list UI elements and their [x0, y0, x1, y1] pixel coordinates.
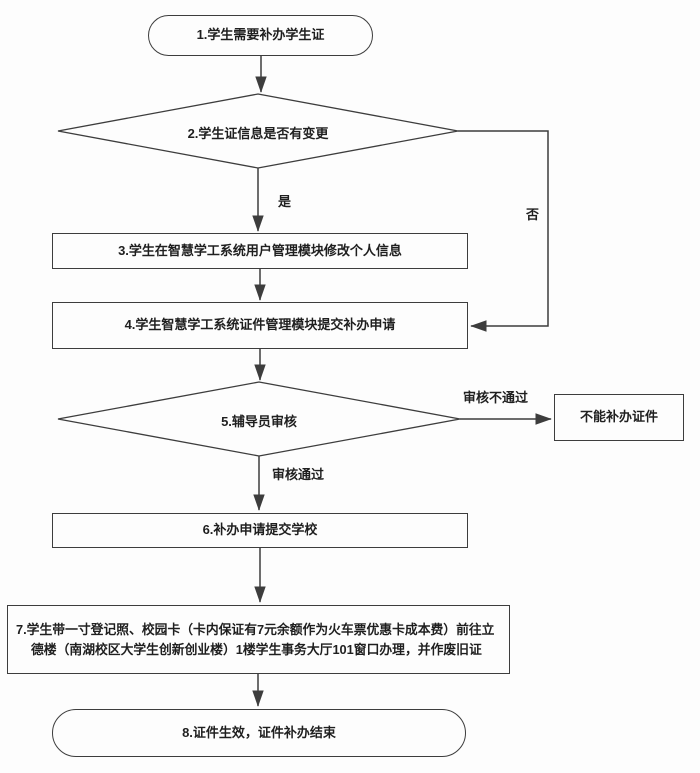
process-cannot-reissue: 不能补办证件	[554, 394, 684, 441]
process-go-to-window-line2: 德楼（南湖校区大学生创新创业楼）1楼学生事务大厅101窗口办理，并作废旧证	[31, 641, 482, 657]
edge-label-no: 否	[524, 204, 542, 223]
start-label: 1.学生需要补办学生证	[196, 27, 325, 43]
process-modify-info: 3.学生在智慧学工系统用户管理模块修改个人信息	[52, 233, 468, 269]
edge-label-review-failed: 审核不通过	[461, 387, 531, 406]
end-label: 8.证件生效，证件补办结束	[182, 724, 336, 740]
edge-decision-no-to-submit	[458, 130, 549, 332]
decision-counselor-review-label: 5.辅导员审核	[221, 414, 297, 429]
process-submit-to-school-label: 6.补办申请提交学校	[202, 522, 318, 538]
edge-label-yes: 是	[276, 191, 294, 210]
process-submit-to-school: 6.补办申请提交学校	[52, 513, 468, 548]
decision-info-changed-label: 2.学生证信息是否有变更	[187, 126, 329, 141]
end-terminator: 8.证件生效，证件补办结束	[52, 709, 466, 757]
process-submit-application-label: 4.学生智慧学工系统证件管理模块提交补办申请	[124, 317, 396, 333]
process-go-to-window-line1: 7.学生带一寸登记照、校园卡（卡内保证有7元余额作为火车票优惠卡成本费）前往立	[16, 621, 495, 637]
process-submit-application: 4.学生智慧学工系统证件管理模块提交补办申请	[52, 302, 468, 349]
process-modify-info-label: 3.学生在智慧学工系统用户管理模块修改个人信息	[118, 242, 402, 258]
process-go-to-window: 7.学生带一寸登记照、校园卡（卡内保证有7元余额作为火车票优惠卡成本费）前往立 …	[7, 605, 510, 674]
start-terminator: 1.学生需要补办学生证	[148, 15, 373, 56]
process-cannot-reissue-label: 不能补办证件	[579, 409, 658, 425]
edge-label-review-passed: 审核通过	[270, 464, 327, 483]
